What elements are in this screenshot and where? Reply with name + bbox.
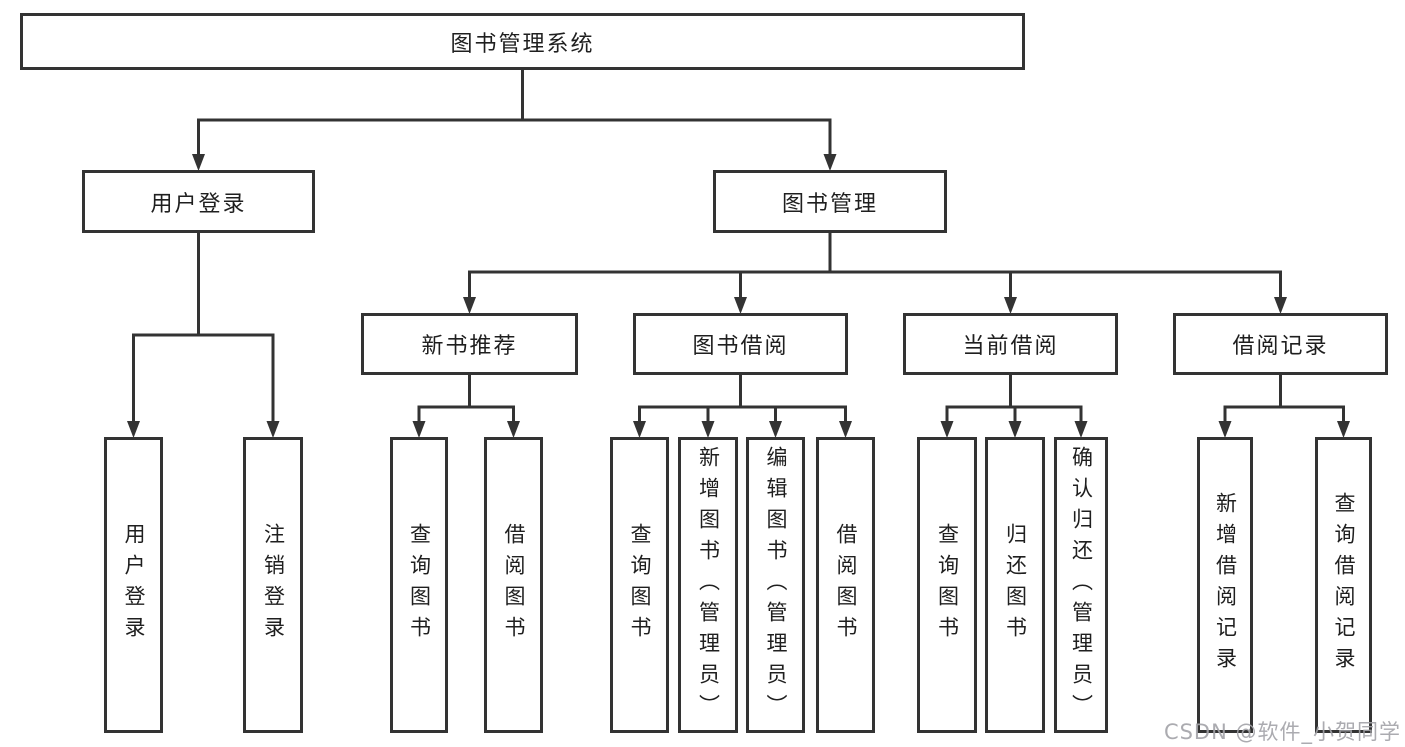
node-leaf-edit-book: 编辑图书（管理员） <box>746 437 805 733</box>
node-label: 图书借阅 <box>692 334 789 359</box>
node-leaf-query-book-2: 查询图书 <box>610 437 669 733</box>
node-new-rec: 新书推荐 <box>361 313 578 375</box>
node-label: 用户登录 <box>122 523 146 647</box>
node-borrow: 图书借阅 <box>633 313 848 375</box>
node-label: 借阅记录 <box>1232 334 1329 359</box>
node-leaf-add-book: 新增图书（管理员） <box>678 437 738 733</box>
node-mgmt: 图书管理 <box>713 170 947 233</box>
node-label: 查询借阅记录 <box>1332 492 1356 678</box>
node-label: 确认归还（管理员） <box>1069 445 1094 725</box>
node-leaf-add-record: 新增借阅记录 <box>1197 437 1253 733</box>
node-leaf-user-login: 用户登录 <box>104 437 163 733</box>
node-label: 归还图书 <box>1003 523 1028 647</box>
node-leaf-return-book: 归还图书 <box>985 437 1045 733</box>
node-leaf-confirm-return: 确认归还（管理员） <box>1054 437 1108 733</box>
node-label: 借阅图书 <box>834 523 858 647</box>
node-label: 查询图书 <box>628 523 652 647</box>
node-label: 新增图书（管理员） <box>696 445 721 725</box>
node-label: 图书管理系统 <box>450 31 595 57</box>
node-label: 新书推荐 <box>421 334 518 359</box>
node-label: 查询图书 <box>935 523 960 647</box>
node-label: 查询图书 <box>407 523 432 647</box>
node-login: 用户登录 <box>82 170 315 233</box>
node-label: 注销登录 <box>261 523 286 647</box>
node-leaf-query-book-1: 查询图书 <box>390 437 448 733</box>
node-label: 当前借阅 <box>962 334 1059 359</box>
node-leaf-borrow-book-1: 借阅图书 <box>484 437 543 733</box>
node-leaf-borrow-book-2: 借阅图书 <box>816 437 875 733</box>
node-label: 用户登录 <box>150 191 247 217</box>
node-label: 图书管理 <box>781 191 878 217</box>
node-label: 新增借阅记录 <box>1213 492 1238 678</box>
node-label: 借阅图书 <box>502 523 526 647</box>
node-records: 借阅记录 <box>1173 313 1388 375</box>
node-root: 图书管理系统 <box>20 13 1025 70</box>
node-leaf-query-book-3: 查询图书 <box>917 437 977 733</box>
watermark: CSDN @软件_小贺同学 <box>1163 720 1401 744</box>
node-label: 编辑图书（管理员） <box>764 445 788 725</box>
node-leaf-logout: 注销登录 <box>243 437 303 733</box>
node-current: 当前借阅 <box>903 313 1118 375</box>
node-leaf-query-record: 查询借阅记录 <box>1315 437 1372 733</box>
